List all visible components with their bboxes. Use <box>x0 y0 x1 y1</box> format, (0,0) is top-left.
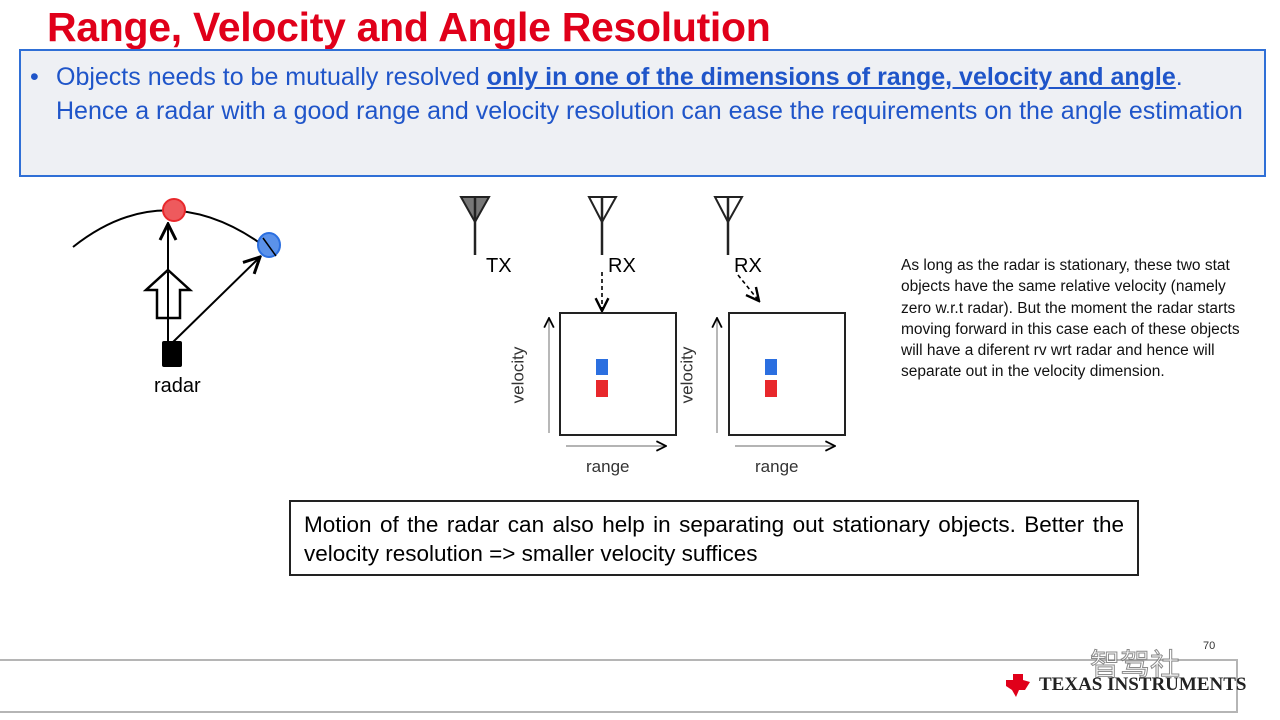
radar-icon <box>162 341 182 367</box>
company-name: Texas Instruments <box>1039 674 1247 695</box>
blue-object <box>257 232 281 258</box>
tx-antenna-icon <box>459 196 491 255</box>
bullet-point: • Objects needs to be mutually resolved … <box>30 60 1250 128</box>
red-target <box>596 380 608 397</box>
rx-label: RX <box>734 255 762 277</box>
red-object <box>162 198 186 222</box>
blue-target <box>765 359 777 375</box>
red-target <box>765 380 777 397</box>
range-velocity-plot <box>717 312 846 446</box>
bullet-text-emphasis: only in one of the dimensions of range, … <box>486 63 1176 91</box>
bullet-text-post: . Hence a radar with a good range and ve… <box>56 63 1243 125</box>
page-number: 70 <box>1203 640 1216 652</box>
y-axis-label: velocity <box>508 346 528 404</box>
bullet-marker: • <box>30 63 39 91</box>
ti-logo: Texas Instruments <box>1003 672 1246 698</box>
y-axis-label: velocity <box>677 346 697 404</box>
bullet-box <box>19 49 1266 177</box>
x-axis-label: range <box>755 457 799 476</box>
x-axis-label: range <box>586 457 630 476</box>
blue-target <box>596 359 608 375</box>
tx-label: TX <box>486 255 512 277</box>
slide-title: Range, Velocity and Angle Resolution <box>47 4 771 50</box>
rx-antenna-icon <box>587 196 618 255</box>
motion-callout: Motion of the radar can also help in sep… <box>289 500 1139 576</box>
watermark: 智驾社 <box>1090 649 1181 683</box>
range-velocity-plot <box>549 312 677 446</box>
ray-to-blue <box>171 257 260 344</box>
arc-through-blue <box>262 237 277 257</box>
rx-antenna-icon <box>713 196 744 255</box>
ti-logo-icon <box>1006 674 1030 697</box>
explanation-note: As long as the radar is stationary, thes… <box>901 257 1240 381</box>
bullet-text-pre: Objects needs to be mutually resolved <box>56 63 487 91</box>
rx-arrow <box>737 274 759 301</box>
footer-bar <box>0 659 1238 713</box>
rx-label: RX <box>608 255 636 277</box>
radar-label: radar <box>154 375 201 397</box>
